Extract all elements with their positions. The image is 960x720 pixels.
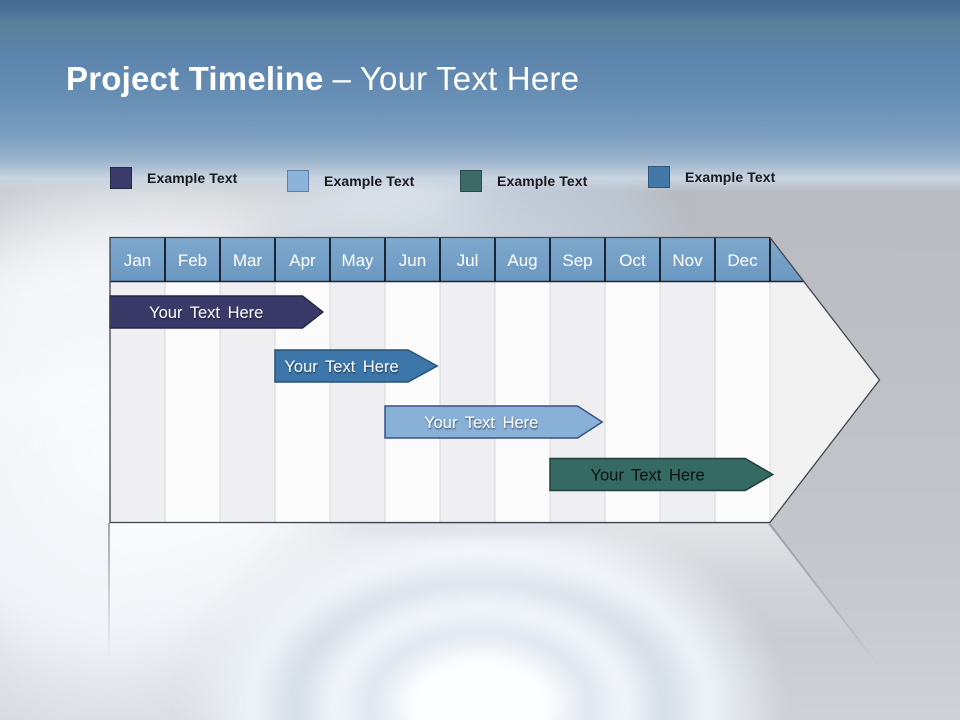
legend-swatch	[287, 170, 309, 192]
legend-label: Example Text	[497, 173, 588, 189]
legend-swatch	[648, 166, 670, 188]
month-label: Jan	[124, 251, 151, 270]
month-label: May	[341, 251, 374, 270]
chart-reflection-left-edge	[108, 523, 110, 658]
month-label: Apr	[289, 251, 316, 270]
legend-label: Example Text	[147, 170, 238, 186]
month-column	[440, 281, 495, 523]
month-label: Aug	[507, 251, 537, 270]
month-label: Jun	[399, 251, 426, 270]
legend-item: Example Text	[287, 170, 414, 192]
page-title: Project Timeline– Your Text Here	[66, 60, 579, 98]
gantt-bar-label: Your Text Here	[591, 467, 705, 485]
month-label: Mar	[233, 251, 263, 270]
month-label: Feb	[178, 251, 207, 270]
legend-label: Example Text	[324, 173, 415, 189]
month-label: Jul	[457, 251, 479, 270]
gantt-bar-label: Your Text Here	[424, 414, 538, 432]
legend-label: Example Text	[685, 169, 776, 185]
gantt-bar-label: Your Text Here	[149, 304, 263, 322]
legend: Example Text Example Text Example Text Exam…	[0, 0, 960, 192]
month-label: Oct	[619, 251, 646, 270]
legend-swatch	[110, 167, 132, 189]
legend-item: Example Text	[460, 170, 587, 192]
legend-swatch	[460, 170, 482, 192]
month-column	[495, 281, 550, 523]
legend-item: Example Text	[648, 166, 775, 188]
month-label: Sep	[562, 251, 592, 270]
title-bold-part: Project Timeline	[66, 60, 324, 97]
title-regular-part: – Your Text Here	[332, 60, 580, 97]
legend-item: Example Text	[110, 167, 237, 189]
month-label: Dec	[727, 251, 758, 270]
month-column	[330, 281, 385, 523]
month-column	[385, 281, 440, 523]
gantt-bar-label: Your Text Here	[284, 358, 398, 376]
month-label: Nov	[672, 251, 703, 270]
